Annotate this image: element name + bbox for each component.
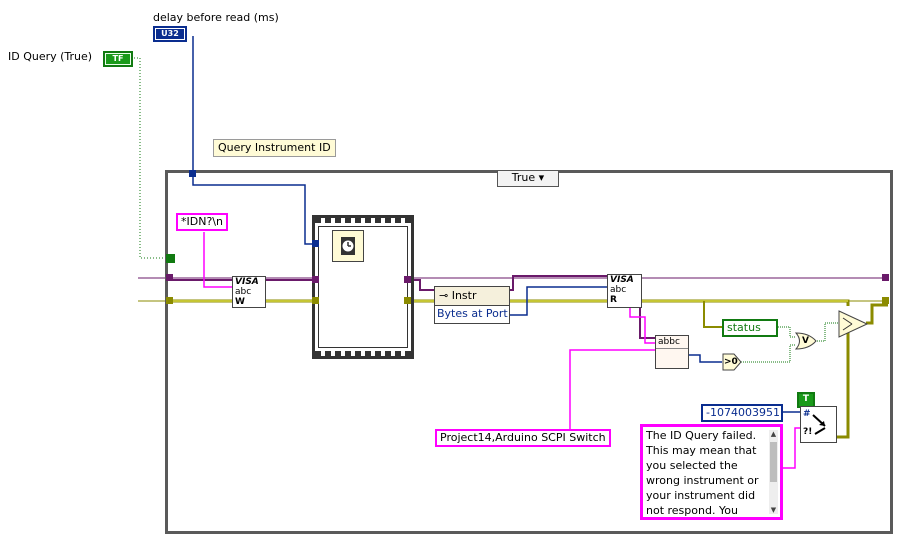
visa-tunnel-left [166,274,173,281]
visa-write-sub: abc [235,287,252,297]
wait-node[interactable] [332,230,364,262]
property-class-label: Instr [451,289,477,302]
error-node-hash: # [803,409,811,419]
seq-visa-in [312,276,319,283]
visa-write-mode: W [235,297,245,307]
error-code-constant[interactable]: -1074003951 [701,404,783,422]
boolean-wire-gt0 [741,344,795,363]
idn-command-constant[interactable]: *IDN?\n [176,213,228,231]
or-gate-node[interactable] [795,332,817,350]
arrow-icon [812,414,826,435]
sequence-film-top [315,218,411,223]
error-wire-err-node [835,330,850,439]
sequence-film-bottom [315,351,411,356]
boolean-wire-or [815,322,838,342]
string-wire-expected [569,349,655,430]
string-wire-idn [203,232,232,288]
u32-glyph: U32 [156,29,184,39]
description-scrollbar[interactable]: ▲ ▼ [769,430,778,514]
selector-tunnel [166,254,175,263]
delay-tunnel [189,170,196,177]
tip-strip-label: Query Instrument ID [213,139,336,157]
bool-tf-glyph: TF [106,54,130,64]
visa-tunnel-right [882,274,889,281]
numeric-wire-bytes [508,286,607,316]
property-node-class: ⊸ Instr [435,287,509,306]
error-wire-status [703,301,722,328]
delay-terminal[interactable]: U32 [153,26,187,42]
case-selector[interactable]: True ▾ [497,170,559,187]
sequence-frame [318,226,408,348]
expected-id-constant[interactable]: Project14,Arduino SCPI Switch [435,429,611,447]
stopwatch-icon [341,237,355,255]
visa-wire-inner [170,275,655,339]
string-wire-read [629,308,655,344]
string-wire-desc [777,427,800,469]
numeric-wire-match [687,354,722,363]
or-gate-text: V [802,336,809,346]
select-node[interactable] [838,310,868,338]
visa-read-node[interactable]: VISA abc R [607,274,642,308]
property-node[interactable]: ⊸ Instr Bytes at Port [434,286,510,324]
match-pattern-text: abbc [656,336,688,349]
scroll-down-icon[interactable]: ▼ [770,506,777,514]
case-selector-value: True [511,171,536,184]
visa-write-node[interactable]: VISA abc W [232,276,266,308]
seq-error-in [312,297,319,304]
scroll-thumb[interactable] [770,442,777,482]
seq-delay-tunnel [312,240,319,247]
error-tunnel-right [882,297,889,304]
greater-than-zero-node[interactable] [722,353,742,371]
seq-visa-out [404,276,411,283]
visa-write-title: VISA [235,277,259,287]
numeric-wire-delay [192,36,315,245]
error-description-text: The ID Query failed. This may mean that … [646,429,759,517]
status-label: status [727,321,761,334]
boolean-wire-status [772,326,795,338]
boolean-wire-id-query [131,57,168,259]
error-wire-select-out [866,303,888,325]
scroll-up-icon[interactable]: ▲ [770,430,777,438]
case-structure[interactable] [165,170,893,534]
chevron-down-icon: ▾ [538,171,545,184]
visa-read-title: VISA [610,275,634,285]
id-query-terminal[interactable]: TF [103,51,133,67]
key-icon: ⊸ [439,289,449,302]
match-pattern-node[interactable]: abbc [655,335,689,369]
error-description-constant[interactable]: The ID Query failed. This may mean that … [640,424,783,520]
id-query-label: ID Query (True) [8,50,93,63]
error-cluster-node[interactable]: # ?! [800,406,837,443]
visa-read-mode: R [610,295,617,305]
gt0-text: >0 [724,357,738,367]
error-tunnel-left [166,297,173,304]
status-unbundle[interactable]: status [722,319,778,337]
error-node-q: ?! [803,427,813,437]
seq-error-out [404,297,411,304]
delay-label: delay before read (ms) [153,11,279,24]
property-item[interactable]: Bytes at Port [437,307,508,320]
visa-read-sub: abc [610,285,627,295]
